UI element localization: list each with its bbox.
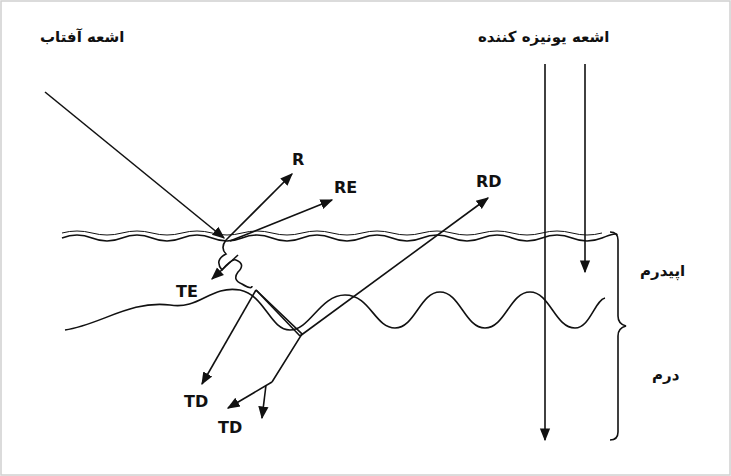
ray-label: اشعه آفتاب	[40, 28, 124, 46]
layer-label: درم	[652, 366, 679, 384]
ray-label: اشعه یونیزه کننده	[478, 28, 609, 46]
layer-label: اپیدرم	[640, 262, 685, 280]
ray-code: TD	[184, 392, 208, 411]
ray-code: TE	[176, 282, 198, 301]
ray-code: TD	[218, 418, 242, 437]
ray-code: RE	[334, 178, 357, 197]
ray-code: RD	[476, 172, 502, 191]
ray-code: R	[292, 150, 304, 169]
